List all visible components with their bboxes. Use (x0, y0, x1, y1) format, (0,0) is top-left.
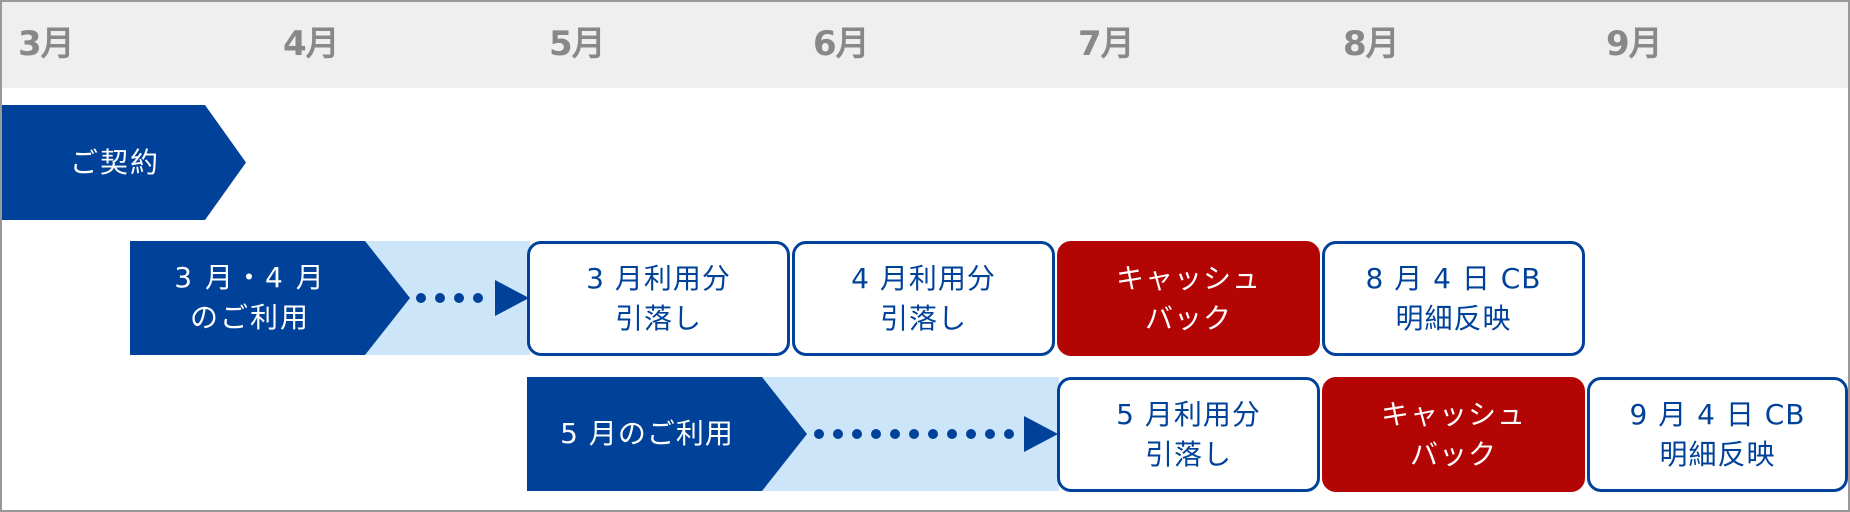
dotted-connector (814, 429, 1014, 439)
contract-label: ご契約 (69, 145, 160, 179)
month-label-june: 6月 (813, 24, 870, 64)
dot-icon (852, 429, 862, 439)
month-label-august: 8月 (1343, 24, 1400, 64)
dot-icon (928, 429, 938, 439)
month-header: 3月 4月 5月 6月 7月 8月 9月 (2, 2, 1848, 88)
chevron-arrow-shape (2, 105, 246, 220)
dot-icon (814, 429, 824, 439)
dot-icon (966, 429, 976, 439)
usage-arrow-may: 5 月のご利用 (527, 377, 807, 491)
withdrawal-box-march: 3 月利用分 引落し (527, 241, 790, 356)
dot-icon (985, 429, 995, 439)
month-label-july: 7月 (1078, 24, 1135, 64)
dot-icon (833, 429, 843, 439)
chevron-arrow-shape (130, 241, 410, 355)
month-label-september: 9月 (1606, 24, 1663, 64)
usage-label-mar-apr: 3 月・4 月 のご利用 (174, 261, 326, 334)
arrowhead-icon (495, 280, 529, 316)
dot-icon (1004, 429, 1014, 439)
dotted-connector (416, 293, 483, 303)
month-label-may: 5月 (549, 24, 606, 64)
dot-icon (909, 429, 919, 439)
dot-icon (416, 293, 426, 303)
dot-icon (454, 293, 464, 303)
dot-icon (435, 293, 445, 303)
withdrawal-box-may: 5 月利用分 引落し (1057, 377, 1320, 492)
month-label-april: 4月 (283, 24, 340, 64)
arrowhead-icon (1024, 416, 1058, 452)
withdrawal-box-april: 4 月利用分 引落し (792, 241, 1055, 356)
cashback-box-2: キャッシュ バック (1322, 377, 1585, 492)
contract-arrow: ご契約 (2, 105, 246, 220)
dot-icon (473, 293, 483, 303)
statement-box-aug: 8 月 4 日 CB 明細反映 (1322, 241, 1585, 356)
month-label-march: 3月 (18, 24, 75, 64)
usage-arrow-mar-apr: 3 月・4 月 のご利用 (130, 241, 410, 355)
dot-icon (871, 429, 881, 439)
cashback-box-1: キャッシュ バック (1057, 241, 1320, 356)
usage-label-may: 5 月のご利用 (560, 417, 734, 450)
dot-icon (890, 429, 900, 439)
dot-icon (947, 429, 957, 439)
chevron-arrow-shape (527, 377, 807, 491)
statement-box-sep: 9 月 4 日 CB 明細反映 (1587, 377, 1848, 492)
